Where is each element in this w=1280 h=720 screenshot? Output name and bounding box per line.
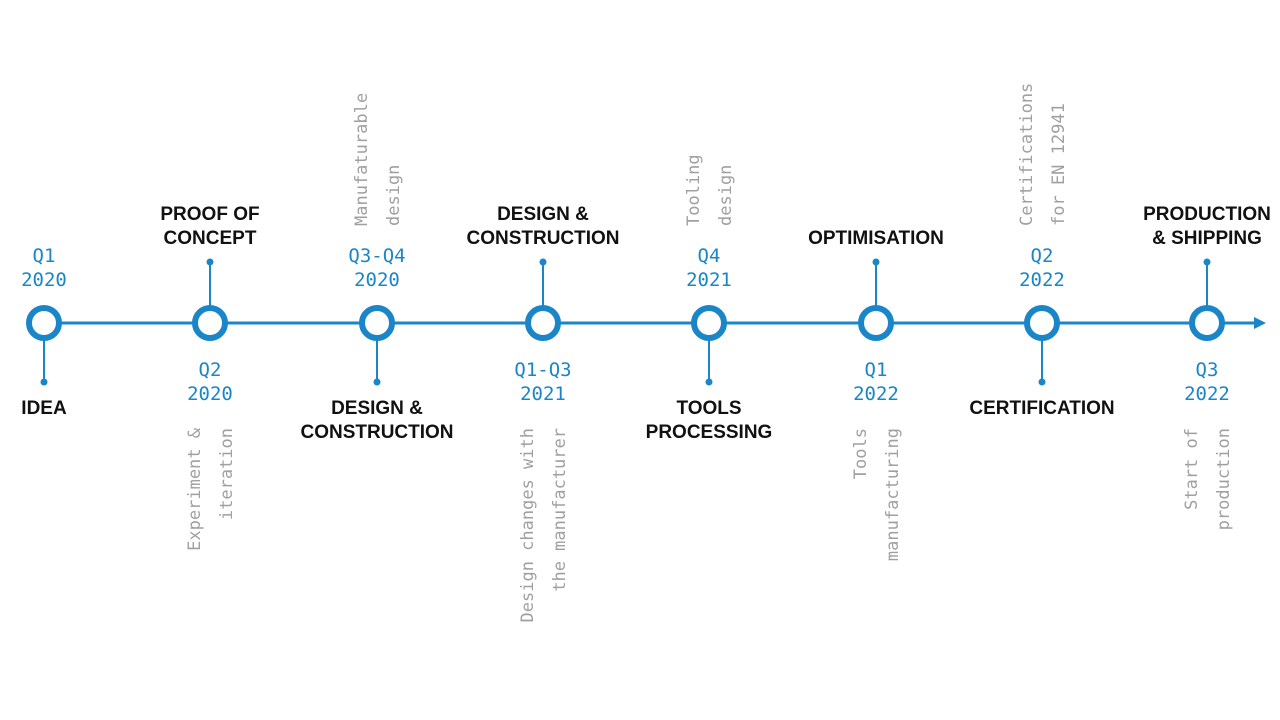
milestone-note: Tooling design	[684, 154, 736, 226]
milestone-note-line: Design changes with	[518, 428, 538, 622]
milestone-title: PROOF OF CONCEPT	[160, 204, 259, 249]
milestone-title-line: CONSTRUCTION	[466, 228, 619, 249]
milestone-date-line: Q4	[698, 245, 721, 267]
milestone-note-line: design	[716, 165, 736, 226]
milestone-date-line: 2022	[1019, 269, 1065, 291]
milestone-marker	[359, 305, 395, 341]
milestone-note-line: Manufaturable	[352, 93, 372, 226]
milestone-note-line: iteration	[217, 428, 237, 520]
milestone-title: TOOLS PROCESSING	[646, 398, 773, 443]
milestone-note-line: Tools	[851, 428, 871, 479]
milestone-date-line: 2020	[187, 383, 233, 405]
milestone-marker	[691, 305, 727, 341]
stem-dot-icon	[40, 378, 48, 386]
milestone-note: Start of production	[1182, 428, 1234, 530]
milestone-note-line: Tooling	[684, 154, 704, 226]
milestone-title: IDEA	[21, 398, 67, 419]
milestone-note-line: for EN 12941	[1049, 103, 1069, 226]
milestone-title-line: PROOF OF	[160, 204, 259, 225]
milestone-note: Tools manufacturing	[851, 428, 903, 561]
milestone-marker	[1024, 305, 1060, 341]
milestone-title-line: & SHIPPING	[1152, 228, 1262, 249]
milestone-title-line: CONSTRUCTION	[300, 422, 453, 443]
milestone-title-line: OPTIMISATION	[808, 228, 944, 249]
axis-arrow-icon	[1254, 317, 1266, 329]
milestone-note: Manufaturable design	[352, 93, 404, 226]
milestone-title-line: DESIGN &	[331, 398, 423, 419]
milestone-title-line: PROCESSING	[646, 422, 773, 443]
stem-dot-icon	[872, 258, 880, 266]
milestone-title-line: TOOLS	[676, 398, 741, 419]
stem-dot-icon	[539, 258, 547, 266]
milestone-note-line: production	[1214, 428, 1234, 530]
milestone-date-line: 2020	[21, 269, 67, 291]
milestone-date-line: Q3-Q4	[348, 245, 405, 267]
milestone-title: OPTIMISATION	[808, 228, 944, 249]
milestone-note-line: design	[384, 165, 404, 226]
milestone-date-line: Q1	[865, 359, 888, 381]
milestone-note: Certifications for EN 12941	[1017, 83, 1069, 226]
milestone-note-line: the manufacturer	[550, 428, 570, 592]
stem-dot-icon	[373, 378, 381, 386]
milestone-marker	[1189, 305, 1225, 341]
milestone-title-line: DESIGN &	[497, 204, 589, 225]
stem-dot-icon	[705, 378, 713, 386]
milestone-note-line: manufacturing	[883, 428, 903, 561]
milestone-date-line: 2020	[354, 269, 400, 291]
milestone-note-line: Certifications	[1017, 83, 1037, 226]
milestone-date-line: Q1-Q3	[514, 359, 571, 381]
milestone-date-line: 2021	[520, 383, 566, 405]
milestone-date-line: 2022	[1184, 383, 1230, 405]
milestone-marker	[525, 305, 561, 341]
stem-dot-icon	[1038, 378, 1046, 386]
milestone-date-line: Q1	[33, 245, 56, 267]
milestone-title: DESIGN & CONSTRUCTION	[466, 204, 619, 249]
milestone-title-line: CONCEPT	[164, 228, 257, 249]
milestone-date-line: 2021	[686, 269, 732, 291]
milestone-title: CERTIFICATION	[969, 398, 1114, 419]
milestone-title: DESIGN & CONSTRUCTION	[300, 398, 453, 443]
milestone-title-line: PRODUCTION	[1143, 204, 1271, 225]
milestone-date-line: Q2	[199, 359, 222, 381]
milestone-title-line: IDEA	[21, 398, 67, 419]
milestone-title: PRODUCTION & SHIPPING	[1143, 204, 1271, 249]
milestone-note-line: Start of	[1182, 428, 1202, 510]
milestone-marker	[192, 305, 228, 341]
milestone-date-line: Q3	[1196, 359, 1219, 381]
milestone-note: Experiment & iteration	[185, 427, 237, 551]
milestone-note-line: Experiment &	[185, 427, 205, 551]
stem-dot-icon	[1203, 258, 1211, 266]
milestone-date-line: Q2	[1031, 245, 1054, 267]
milestone-marker	[26, 305, 62, 341]
stem-dot-icon	[206, 258, 214, 266]
milestone-title-line: CERTIFICATION	[969, 398, 1114, 419]
milestone-note: Design changes with the manufacturer	[518, 428, 570, 622]
milestone-date-line: 2022	[853, 383, 899, 405]
milestone-marker	[858, 305, 894, 341]
